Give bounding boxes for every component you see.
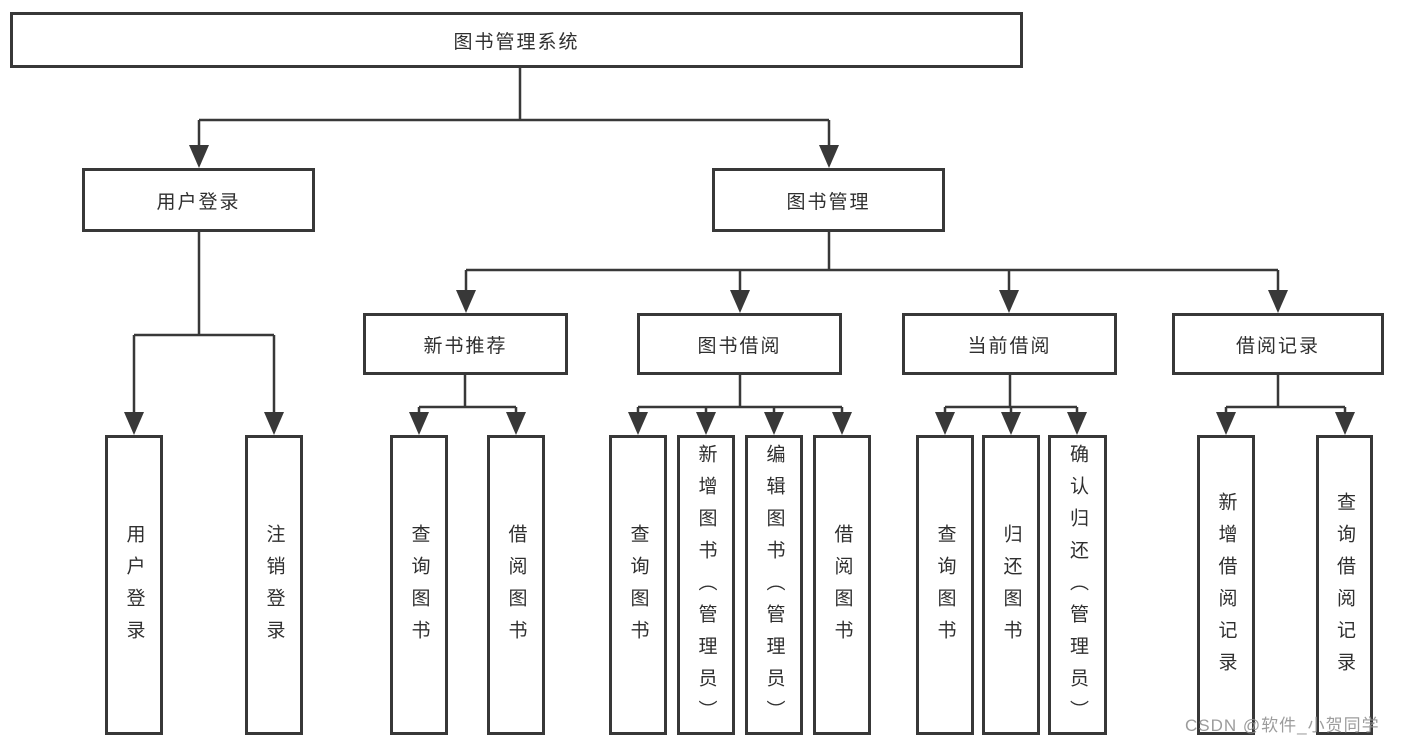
node-root-library-system: 图书管理系统 <box>10 12 1023 68</box>
leaf-current-query-books: 查询图书 <box>916 435 974 735</box>
leaf-borrow-books: 借阅图书 <box>813 435 871 735</box>
leaf-user-login: 用户登录 <box>105 435 163 735</box>
node-book-management: 图书管理 <box>712 168 945 232</box>
node-borrowing-records: 借阅记录 <box>1172 313 1384 375</box>
node-current-borrowing: 当前借阅 <box>902 313 1117 375</box>
node-new-book-recommendation: 新书推荐 <box>363 313 568 375</box>
node-user-login: 用户登录 <box>82 168 315 232</box>
leaf-confirm-return-admin: 确认归还（管理员） <box>1048 435 1107 735</box>
node-book-borrowing: 图书借阅 <box>637 313 842 375</box>
csdn-watermark: CSDN @软件_小贺同学 <box>1185 716 1380 735</box>
leaf-query-borrow-record: 查询借阅记录 <box>1316 435 1373 735</box>
leaf-recommend-query-books: 查询图书 <box>390 435 448 735</box>
leaf-logout: 注销登录 <box>245 435 303 735</box>
leaf-edit-books-admin: 编辑图书（管理员） <box>745 435 803 735</box>
leaf-borrow-query-books: 查询图书 <box>609 435 667 735</box>
leaf-add-borrow-record: 新增借阅记录 <box>1197 435 1255 735</box>
leaf-add-books-admin: 新增图书（管理员） <box>677 435 735 735</box>
leaf-recommend-borrow-books: 借阅图书 <box>487 435 545 735</box>
leaf-return-books: 归还图书 <box>982 435 1040 735</box>
